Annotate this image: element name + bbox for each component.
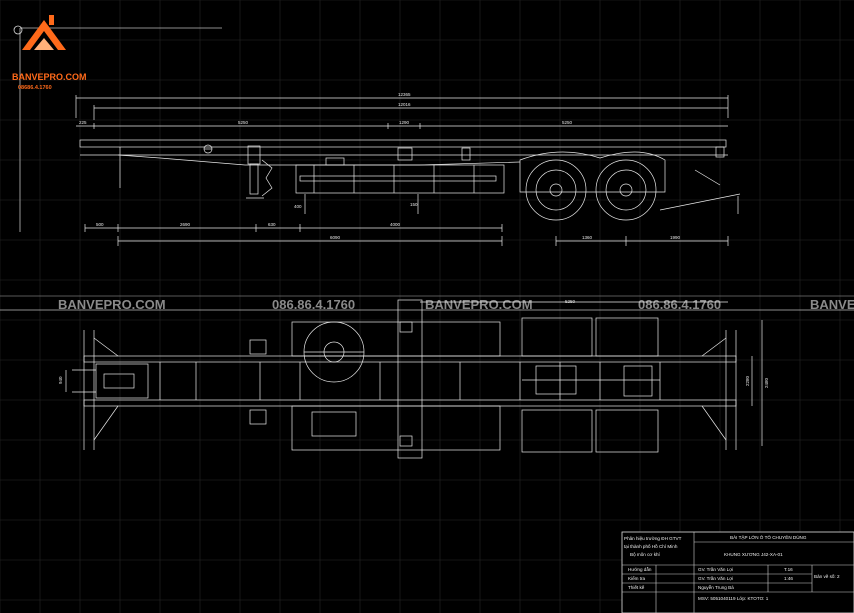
logo-brand-text: BANVEPRO.COM — [12, 72, 87, 82]
dim-overall-length: 12365 — [398, 92, 411, 97]
sheet-number: Bản vẽ số: 2 — [814, 574, 840, 579]
top-view — [65, 299, 763, 459]
top-view-dimensions: 5250 940 2280 2480 — [58, 299, 769, 388]
dim-top-view-length: 5250 — [565, 299, 576, 304]
dim-bottom-4: 4000 — [390, 222, 401, 227]
watermark-phone-2: 086.86.4.1760 — [638, 297, 721, 312]
watermarks: BANVEPRO.COM 086.86.4.1760 BANVEPRO.COM … — [58, 297, 854, 312]
school-line-1: Phân hiệu trường ĐH GTVT — [624, 536, 682, 541]
dim-vertical-0: 400 — [294, 204, 302, 209]
project-title: BÀI TẬP LỚN Ô TÔ CHUYÊN DÙNG — [730, 533, 807, 540]
title-block: Phân hiệu trường ĐH GTVT tại thành phố H… — [621, 531, 854, 613]
dim-width-0: 940 — [58, 376, 63, 384]
dim-top-1: 5250 — [238, 120, 249, 125]
dim-width-2: 2480 — [764, 377, 769, 388]
row-2-value: MSV: 5051040119 Lớp: KTOTO: 1 — [698, 596, 769, 601]
row-1-name: GV. Trần Văn Lợi — [698, 576, 733, 581]
row-1-role: Kiểm tra — [628, 575, 646, 581]
dim-width-1: 2280 — [745, 375, 750, 386]
dim-top-0: 225 — [79, 120, 87, 125]
side-view — [75, 95, 741, 246]
school-line-2: tại thành phố Hồ Chí Minh — [624, 544, 678, 549]
watermark-phone-1: 086.86.4.1760 — [272, 297, 355, 312]
row-2-name: Nguyễn Trung Bá — [698, 584, 734, 590]
drawing-frame — [0, 27, 854, 311]
row-0-value: T.16 — [784, 567, 793, 572]
dim-bottom-0: 500 — [96, 222, 104, 227]
dim-frame-length: 12016 — [398, 102, 411, 107]
school-line-3: Bộ môn cơ khí — [630, 552, 661, 557]
row-1-value: 1:46 — [784, 576, 793, 581]
logo-phone-text: 08686.4.1760 — [18, 85, 52, 91]
drawing-name: KHUNG XƯƠNG J42-XA-01 — [724, 552, 783, 557]
dim-vertical-1: 150 — [410, 202, 418, 207]
dim-bottom-3: 6090 — [330, 235, 341, 240]
watermark-site-1: BANVEPRO.COM — [58, 297, 166, 312]
dim-bottom-6: 1990 — [670, 235, 681, 240]
row-0-role: Hướng dẫn — [628, 566, 652, 572]
row-2-role: Thiết kế — [628, 585, 645, 590]
dim-top-2: 1290 — [399, 120, 410, 125]
dim-top-3: 5250 — [562, 120, 573, 125]
watermark-site-3: BANVEPRO.COM — [810, 297, 854, 312]
dim-bottom-1: 2690 — [180, 222, 191, 227]
banvepro-logo: BANVEPRO.COM 08686.4.1760 — [12, 15, 87, 91]
origin-marker — [13, 25, 23, 35]
dim-bottom-5: 1360 — [582, 235, 593, 240]
row-0-name: GV. Trần Văn Lợi — [698, 567, 733, 572]
dim-bottom-2: 630 — [268, 222, 276, 227]
side-view-dimensions: 12365 12016 225 5250 1290 5250 500 2690 … — [79, 92, 681, 240]
watermark-site-2: BANVEPRO.COM — [425, 297, 533, 312]
